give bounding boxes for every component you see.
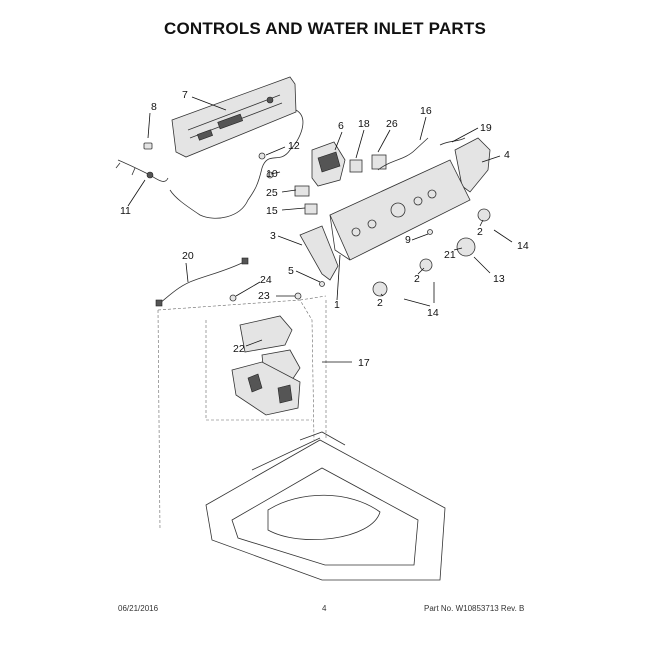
callout-11: 11: [120, 205, 131, 217]
part-2-knob-b: [419, 258, 433, 272]
cabinet-outline-2: [299, 295, 327, 440]
leader-lines: [127, 96, 513, 363]
footer-page-number: 4: [322, 604, 327, 613]
callout-9: 9: [405, 234, 411, 246]
callout-15: 15: [266, 205, 278, 217]
part-24-screw: [229, 294, 237, 302]
callout-7: 7: [182, 89, 188, 101]
callout-12: 12: [288, 140, 300, 152]
part-20-connector-a: [155, 299, 163, 307]
callout-1: 1: [334, 299, 340, 311]
part-26-switch: [371, 154, 387, 170]
part-5-screw: [319, 281, 325, 287]
callout-19: 19: [480, 122, 492, 134]
part-1-console: [329, 159, 471, 261]
part-15-bracket: [304, 203, 318, 215]
washer-top-deck: [205, 431, 446, 581]
callout-4: 4: [504, 149, 510, 161]
callout-10: 10: [266, 168, 278, 180]
callout-23: 23: [258, 290, 270, 302]
part-9-button: [427, 229, 433, 235]
callout-5: 5: [288, 265, 294, 277]
footer-date: 06/21/2016: [118, 604, 159, 613]
part-11-harness: [115, 159, 169, 182]
callout-18: 18: [358, 118, 370, 130]
part-21-knob: [456, 237, 476, 257]
callout-14b: 14: [427, 307, 439, 319]
part-6-module: [311, 141, 346, 187]
part-18-switch: [349, 159, 363, 173]
part-12-screw: [258, 152, 266, 160]
page-title: CONTROLS AND WATER INLET PARTS: [163, 19, 487, 38]
callout-8: 8: [151, 101, 157, 113]
callout-26: 26: [386, 118, 398, 130]
callout-21: 21: [444, 249, 456, 261]
callout-24: 24: [260, 274, 272, 286]
part-8-clip: [143, 142, 153, 150]
cabinet-outline: [157, 299, 315, 531]
callout-2b: 2: [414, 273, 420, 285]
part-3-end-cap: [299, 225, 339, 281]
part-23-screw: [294, 292, 302, 300]
part-2-knob-c: [372, 281, 388, 297]
footer-part-number: Part No. W10853713 Rev. B: [424, 604, 525, 613]
callout-14a: 14: [517, 240, 529, 252]
callout-2c: 2: [377, 297, 383, 309]
callout-labels: 7 8 6 18 26 16 19 12 4 10 11 25 15 3 2 1…: [120, 89, 529, 369]
part-25-bracket: [294, 185, 310, 197]
callout-13: 13: [493, 273, 505, 285]
part-16-wire: [377, 137, 429, 171]
part-11-connector: [146, 171, 154, 179]
callout-17: 17: [358, 357, 370, 369]
callout-22: 22: [233, 343, 245, 355]
part-20-connector-b: [241, 257, 249, 265]
callout-6: 6: [338, 120, 344, 132]
callout-2a: 2: [477, 226, 483, 238]
callout-16: 16: [420, 105, 432, 117]
part-17-inlet-valve-assembly: [231, 315, 301, 416]
callout-20: 20: [182, 250, 194, 262]
callout-25: 25: [266, 187, 278, 199]
callout-3: 3: [270, 230, 276, 242]
part-7-ui-panel: [171, 76, 297, 158]
wire-harness: [169, 109, 304, 219]
part-2-knob-a: [477, 208, 491, 222]
part-20-wire: [159, 261, 245, 304]
